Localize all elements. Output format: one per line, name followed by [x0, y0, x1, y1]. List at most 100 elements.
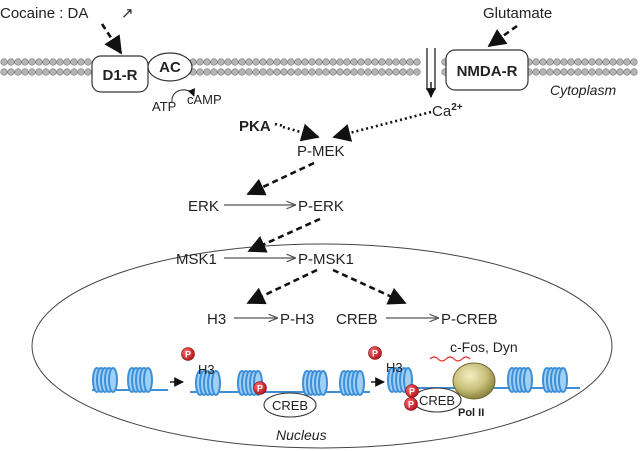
membrane-bead	[0, 68, 8, 76]
membrane-bead	[315, 58, 323, 66]
membrane-bead	[364, 68, 372, 76]
membrane-bead	[84, 58, 92, 66]
membrane-bead	[238, 68, 246, 76]
membrane-bead	[84, 68, 92, 76]
membrane-bead	[350, 68, 358, 76]
membrane-bead	[413, 58, 421, 66]
membrane-bead	[546, 68, 554, 76]
membrane-bead	[322, 68, 330, 76]
phospho-p-icon: P	[368, 346, 382, 360]
membrane-bead	[574, 68, 582, 76]
pka-dotted-tail	[274, 122, 285, 128]
membrane-bead	[602, 58, 610, 66]
cfos-dyn-label: c-Fos, Dyn	[450, 339, 518, 355]
d1-receptor	[91, 55, 149, 93]
membrane-bead	[35, 68, 43, 76]
membrane-bead	[28, 68, 36, 76]
membrane-bead	[63, 68, 71, 76]
membrane-bead	[287, 68, 295, 76]
membrane-bead	[77, 68, 85, 76]
membrane-bead	[399, 68, 407, 76]
membrane-bead	[630, 58, 638, 66]
membrane-bead	[287, 58, 295, 66]
cell-membrane	[0, 58, 638, 76]
phospho-label: P	[257, 384, 263, 394]
cytoplasm-label: Cytoplasm	[550, 82, 616, 98]
membrane-bead	[35, 58, 43, 66]
membrane-bead	[406, 68, 414, 76]
membrane-bead	[42, 58, 50, 66]
membrane-bead	[308, 58, 316, 66]
membrane-bead	[196, 58, 204, 66]
membrane-bead	[329, 58, 337, 66]
nmda-receptor	[445, 49, 529, 91]
membrane-bead	[581, 58, 589, 66]
membrane-bead	[224, 68, 232, 76]
phospho-p-icon: P	[405, 384, 419, 398]
glutamate-to-nmdar-arrow	[487, 24, 518, 48]
pka-to-pmek-arrow	[282, 123, 320, 142]
cocaine-increase-arrow: ↗	[121, 5, 134, 22]
membrane-bead	[252, 58, 260, 66]
creb-bound-1	[263, 392, 317, 418]
nucleosome	[339, 370, 365, 396]
membrane-bead	[553, 58, 561, 66]
membrane-bead	[350, 58, 358, 66]
membrane-bead	[630, 68, 638, 76]
membrane-bead	[392, 58, 400, 66]
nucleosome	[92, 367, 118, 393]
membrane-bead	[7, 58, 15, 66]
membrane-bead	[315, 68, 323, 76]
membrane-bead	[336, 68, 344, 76]
membrane-bead	[322, 58, 330, 66]
creb-chromatin-label-2: CREB	[419, 393, 455, 408]
nucleus-label: Nucleus	[276, 427, 327, 443]
membrane-bead	[294, 68, 302, 76]
msk1-label: MSK1	[176, 251, 217, 268]
membrane-bead	[252, 68, 260, 76]
perk-label: P-ERK	[298, 198, 344, 215]
membrane-bead	[63, 58, 71, 66]
membrane-bead	[343, 68, 351, 76]
ph3-label: P-H3	[280, 311, 314, 328]
membrane-bead	[266, 58, 274, 66]
membrane-bead	[203, 68, 211, 76]
membrane-bead	[329, 68, 337, 76]
membrane-bead	[399, 58, 407, 66]
membrane-bead	[203, 58, 211, 66]
membrane-bead	[77, 58, 85, 66]
membrane-bead	[42, 68, 50, 76]
membrane-bead	[224, 58, 232, 66]
membrane-bead	[280, 58, 288, 66]
membrane-bead	[210, 58, 218, 66]
nmdar-label: NMDA-R	[457, 63, 518, 80]
h3-chromatin-label-1: H3	[198, 362, 215, 377]
membrane-bead	[357, 68, 365, 76]
creb-label: CREB	[336, 311, 378, 328]
membrane-bead	[539, 58, 547, 66]
membrane-bead	[301, 68, 309, 76]
pmsk1-to-creb-arrow	[332, 268, 407, 305]
membrane-bead	[532, 68, 540, 76]
membrane-bead	[406, 58, 414, 66]
membrane-bead	[595, 68, 603, 76]
h3-chromatin-label-2: H3	[386, 360, 403, 375]
membrane-bead	[301, 58, 309, 66]
membrane-bead	[70, 58, 78, 66]
membrane-bead	[623, 58, 631, 66]
membrane-bead	[49, 68, 57, 76]
glutamate-label: Glutamate	[483, 5, 552, 22]
atp-to-camp-arrow	[171, 88, 195, 104]
membrane-bead	[616, 58, 624, 66]
pcreb-label: P-CREB	[441, 311, 498, 328]
erk-label: ERK	[188, 198, 219, 215]
membrane-bead	[259, 68, 267, 76]
h3-label: H3	[207, 311, 226, 328]
membrane-bead	[378, 58, 386, 66]
phospho-p-icon: P	[253, 381, 267, 395]
membrane-bead	[245, 68, 253, 76]
camp-label: cAMP	[187, 92, 222, 107]
membrane-bead	[21, 68, 29, 76]
membrane-bead	[595, 58, 603, 66]
